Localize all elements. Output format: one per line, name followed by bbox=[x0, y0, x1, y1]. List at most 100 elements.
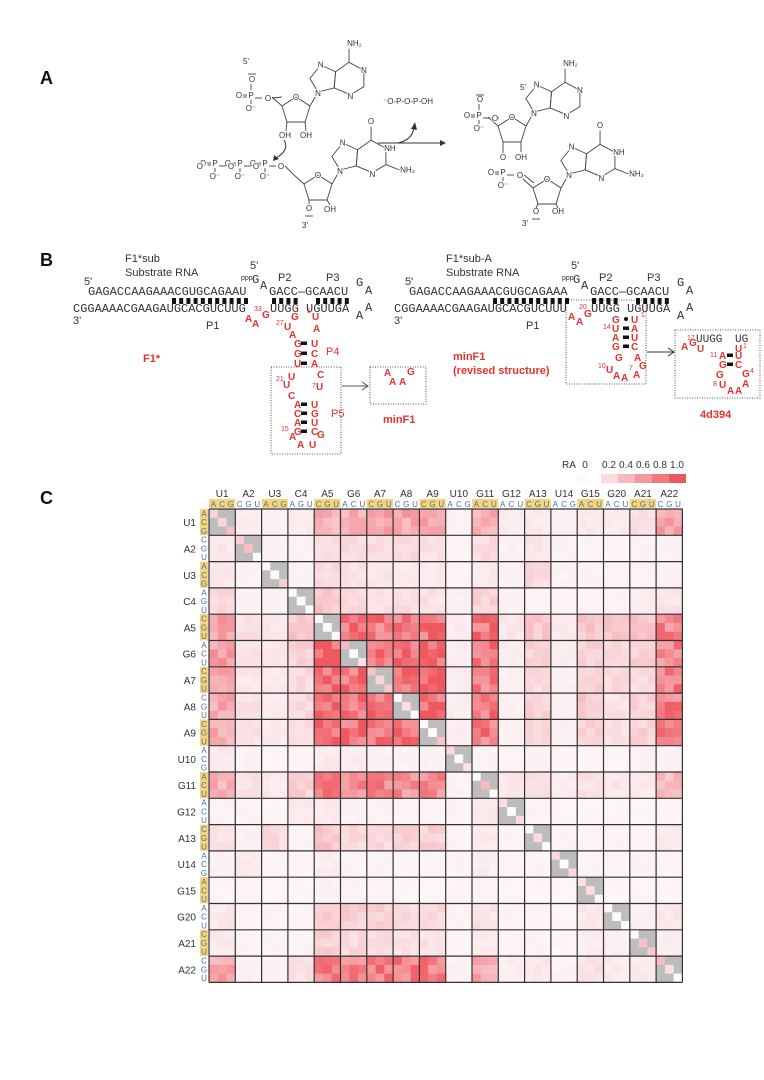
heatmap-cell bbox=[419, 973, 429, 983]
heatmap-cell bbox=[445, 666, 455, 676]
heatmap-cell bbox=[515, 701, 525, 711]
heatmap-cell bbox=[410, 666, 420, 676]
heatmap-cell bbox=[287, 509, 297, 519]
heatmap-cell bbox=[533, 929, 543, 939]
heatmap-cell bbox=[612, 754, 622, 764]
row-position-label: A13 bbox=[178, 834, 196, 845]
column-mutation-label: A bbox=[211, 500, 217, 509]
heatmap-cell bbox=[287, 666, 297, 676]
heatmap-cell bbox=[401, 614, 411, 624]
row-mutation-label: G bbox=[201, 527, 207, 536]
heatmap-cell bbox=[279, 964, 289, 974]
heatmap-cell bbox=[454, 561, 464, 571]
heatmap-cell bbox=[472, 903, 482, 913]
heatmap-cell bbox=[638, 701, 648, 711]
heatmap-cell bbox=[577, 710, 587, 720]
heatmap-cell bbox=[445, 719, 455, 729]
heatmap-cell bbox=[647, 921, 657, 931]
heatmap-cell bbox=[568, 631, 578, 641]
heatmap-cell bbox=[235, 728, 245, 738]
row-position-label: U3 bbox=[183, 571, 196, 582]
heatmap-cell bbox=[568, 517, 578, 527]
column-mutation-label: C bbox=[368, 500, 374, 509]
ring bbox=[355, 139, 387, 174]
row-mutation-label: G bbox=[201, 965, 207, 974]
heatmap-cell bbox=[358, 736, 368, 746]
heatmap-cell bbox=[235, 587, 245, 597]
heatmap-cell bbox=[472, 736, 482, 746]
heatmap-cell bbox=[673, 631, 683, 641]
nucleotide: C bbox=[735, 360, 742, 371]
heatmap-cell bbox=[375, 622, 385, 633]
heatmap-cell bbox=[577, 622, 587, 633]
heatmap-cell bbox=[296, 912, 306, 922]
heatmap-cell bbox=[296, 605, 306, 615]
heatmap-cell bbox=[340, 509, 350, 519]
heatmap-cell bbox=[436, 780, 446, 790]
heatmap-cell bbox=[603, 780, 613, 790]
heatmap-cell bbox=[603, 509, 613, 519]
heatmap-cell bbox=[673, 544, 683, 554]
heatmap-cell bbox=[647, 868, 657, 878]
heatmap-cell bbox=[287, 614, 297, 624]
heatmap-cell bbox=[542, 693, 552, 703]
heatmap-cell bbox=[656, 938, 666, 948]
heatmap-cell bbox=[349, 535, 359, 545]
heatmap-cell bbox=[480, 666, 490, 676]
heatmap-cell bbox=[559, 877, 569, 887]
column-mutation-label: G bbox=[666, 500, 672, 509]
heatmap-cell bbox=[428, 877, 438, 887]
heatmap-cell bbox=[252, 894, 262, 904]
heatmap-cell bbox=[550, 728, 560, 738]
heatmap-cell bbox=[393, 701, 403, 711]
heatmap-cell bbox=[638, 596, 648, 606]
nucleotide: G bbox=[689, 338, 697, 349]
left-ppp: ppp bbox=[241, 275, 253, 282]
heatmap-cell bbox=[542, 649, 552, 659]
heatmap-cell bbox=[524, 754, 534, 764]
heatmap-cell bbox=[568, 605, 578, 615]
heatmap-cell bbox=[454, 614, 464, 624]
heatmap-cell bbox=[664, 596, 674, 606]
heatmap-cell bbox=[244, 754, 254, 764]
heatmap-cell bbox=[305, 710, 315, 720]
row-position-label: G20 bbox=[177, 913, 196, 924]
heatmap-cell bbox=[279, 587, 289, 597]
heatmap-cell bbox=[322, 640, 333, 650]
heatmap-cell bbox=[498, 894, 508, 904]
heatmap-cell bbox=[384, 675, 394, 685]
heatmap-cell bbox=[217, 842, 227, 852]
heatmap-cell bbox=[358, 666, 368, 676]
n7: N bbox=[534, 81, 540, 90]
heatmap-cell bbox=[235, 921, 245, 931]
heatmap-cell bbox=[594, 658, 604, 668]
heatmap-cell bbox=[489, 658, 499, 668]
column-mutation-label: G bbox=[324, 500, 330, 509]
nucleotide: U bbox=[284, 322, 291, 333]
heatmap-cell bbox=[472, 973, 482, 983]
heatmap-cell bbox=[559, 894, 569, 904]
column-mutation-label: U bbox=[649, 500, 655, 509]
heatmap-cell bbox=[340, 789, 350, 799]
column-position-label: U14 bbox=[555, 489, 574, 500]
heatmap-cell bbox=[559, 596, 569, 606]
left-loop-a1: A bbox=[365, 284, 373, 298]
heatmap-cell bbox=[577, 921, 587, 931]
heatmap-cell bbox=[559, 509, 569, 519]
heatmap-cell bbox=[524, 973, 534, 983]
row-mutation-label: A bbox=[201, 641, 207, 650]
heatmap-cell bbox=[472, 868, 482, 878]
heatmap-cell bbox=[656, 675, 666, 685]
heatmap-cell bbox=[463, 579, 473, 589]
heatmap-cell bbox=[621, 780, 631, 790]
nucleotide-number: 1 bbox=[307, 308, 311, 315]
heatmap-cell bbox=[612, 973, 622, 983]
heatmap-cell bbox=[656, 684, 666, 694]
heatmap-cell bbox=[559, 929, 569, 939]
heatmap-cell bbox=[261, 903, 271, 913]
heatmap-cell bbox=[287, 842, 297, 852]
bond bbox=[331, 169, 341, 185]
heatmap-cell bbox=[480, 833, 490, 843]
